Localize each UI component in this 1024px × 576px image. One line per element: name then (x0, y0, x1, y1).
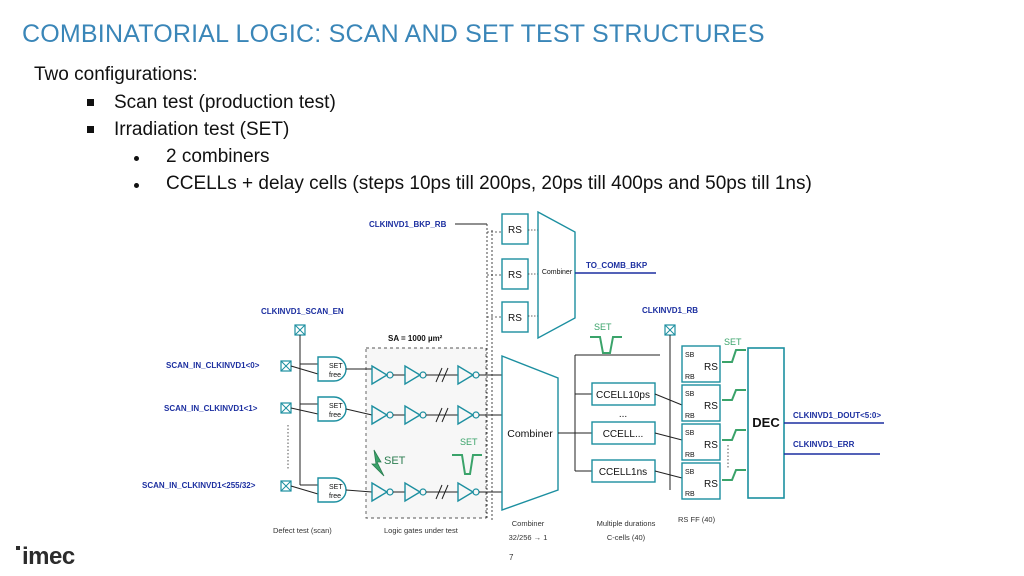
top-combiner-label: Combiner (542, 269, 573, 276)
rs-ff-2: SB RB RS (681, 384, 721, 422)
set-pulse-label: SET (594, 322, 612, 332)
top-rs-3: RS (508, 313, 522, 324)
slide-title: COMBINATORIAL LOGIC: SCAN AND SET TEST S… (22, 20, 765, 48)
rb-label: RB (685, 374, 695, 381)
sb-label: SB (685, 469, 695, 476)
page-number: 7 (509, 553, 514, 562)
dec-label: DEC (752, 415, 780, 430)
sb-label: SB (685, 352, 695, 359)
ccell-1ns: CCELL1ns (599, 467, 647, 478)
dout-label: CLKINVD1_DOUT<5:0> (793, 411, 881, 420)
caption-combiner-ratio: 32/256 → 1 (509, 533, 548, 542)
lightning-icon (371, 449, 385, 477)
set-free-label: free (329, 412, 341, 419)
dot-bullet-icon (134, 183, 139, 188)
sb-label: SB (685, 391, 695, 398)
caption-logic: Logic gates under test (384, 526, 459, 535)
bullet-scan-test: Scan test (production test) (114, 92, 336, 113)
subbullet-combiners: 2 combiners (166, 146, 270, 167)
rs-ff-1: SB RB RS (681, 345, 721, 383)
subbullet-ccells: CCELLs + delay cells (steps 10ps till 20… (166, 173, 812, 194)
ccell-10ps: CCELL10ps (596, 390, 650, 401)
set-pulse-icon (590, 336, 622, 354)
ccell-ellipsis: ... (619, 409, 627, 420)
set-pulse-icon (452, 454, 482, 475)
inverter-chain-row-2 (345, 405, 502, 425)
set-event-label: SET (384, 455, 406, 467)
set-free-label: free (329, 493, 341, 500)
rs-label: RS (704, 401, 718, 412)
inverter-chain-row-n (345, 482, 502, 502)
set-free-label: SET (329, 403, 343, 410)
main-combiner-label: Combiner (507, 428, 553, 440)
sa-label: SA = 1000 µm² (388, 334, 443, 343)
rs-label: RS (704, 362, 718, 373)
ccell-mid: CCELL... (603, 429, 644, 440)
caption-rsff: RS FF (40) (678, 515, 716, 524)
caption-combiner: Combiner (512, 519, 545, 528)
scan-in-1-label: SCAN_IN_CLKINVD1<1> (164, 404, 258, 413)
err-label: CLKINVD1_ERR (793, 440, 855, 449)
bullet-irradiation-test: Irradiation test (SET) (114, 119, 290, 140)
scan-in-0-label: SCAN_IN_CLKINVD1<0> (166, 361, 260, 370)
top-rs-1: RS (508, 225, 522, 236)
caption-ccells: C-cells (40) (607, 533, 646, 542)
square-bullet-icon (87, 126, 94, 133)
rb-label: RB (685, 452, 695, 459)
scan-en-label: CLKINVD1_SCAN_EN (261, 307, 344, 316)
dot-bullet-icon (134, 156, 139, 161)
logo-dot-icon (16, 546, 20, 550)
rb-label: RB (685, 491, 695, 498)
square-bullet-icon (87, 99, 94, 106)
set-free-label: SET (329, 363, 343, 370)
imec-logo: imec (22, 543, 75, 570)
rs-ff-3: SB RB RS (681, 423, 721, 461)
set-pulse-label: SET (460, 437, 478, 447)
set-free-label: SET (329, 484, 343, 491)
intro-text: Two configurations: (34, 64, 198, 85)
caption-defect: Defect test (scan) (273, 526, 332, 535)
set-free-label: free (329, 372, 341, 379)
clk-bkp-rb-label: CLKINVD1_BKP_RB (369, 220, 447, 229)
rs-label: RS (704, 440, 718, 451)
sb-label: SB (685, 430, 695, 437)
to-comb-bkp-label: TO_COMB_BKP (586, 261, 648, 270)
top-rs-2: RS (508, 270, 522, 281)
set-pulse-label: SET (724, 337, 742, 347)
scan-in-n-label: SCAN_IN_CLKINVD1<255/32> (142, 481, 256, 490)
inverter-chain-row-1 (346, 365, 502, 385)
rb-label: RB (685, 413, 695, 420)
rs-ff-4: SB RB RS (681, 462, 721, 500)
caption-durations: Multiple durations (597, 519, 656, 528)
clk-rb-label: CLKINVD1_RB (642, 306, 698, 315)
rs-label: RS (704, 479, 718, 490)
